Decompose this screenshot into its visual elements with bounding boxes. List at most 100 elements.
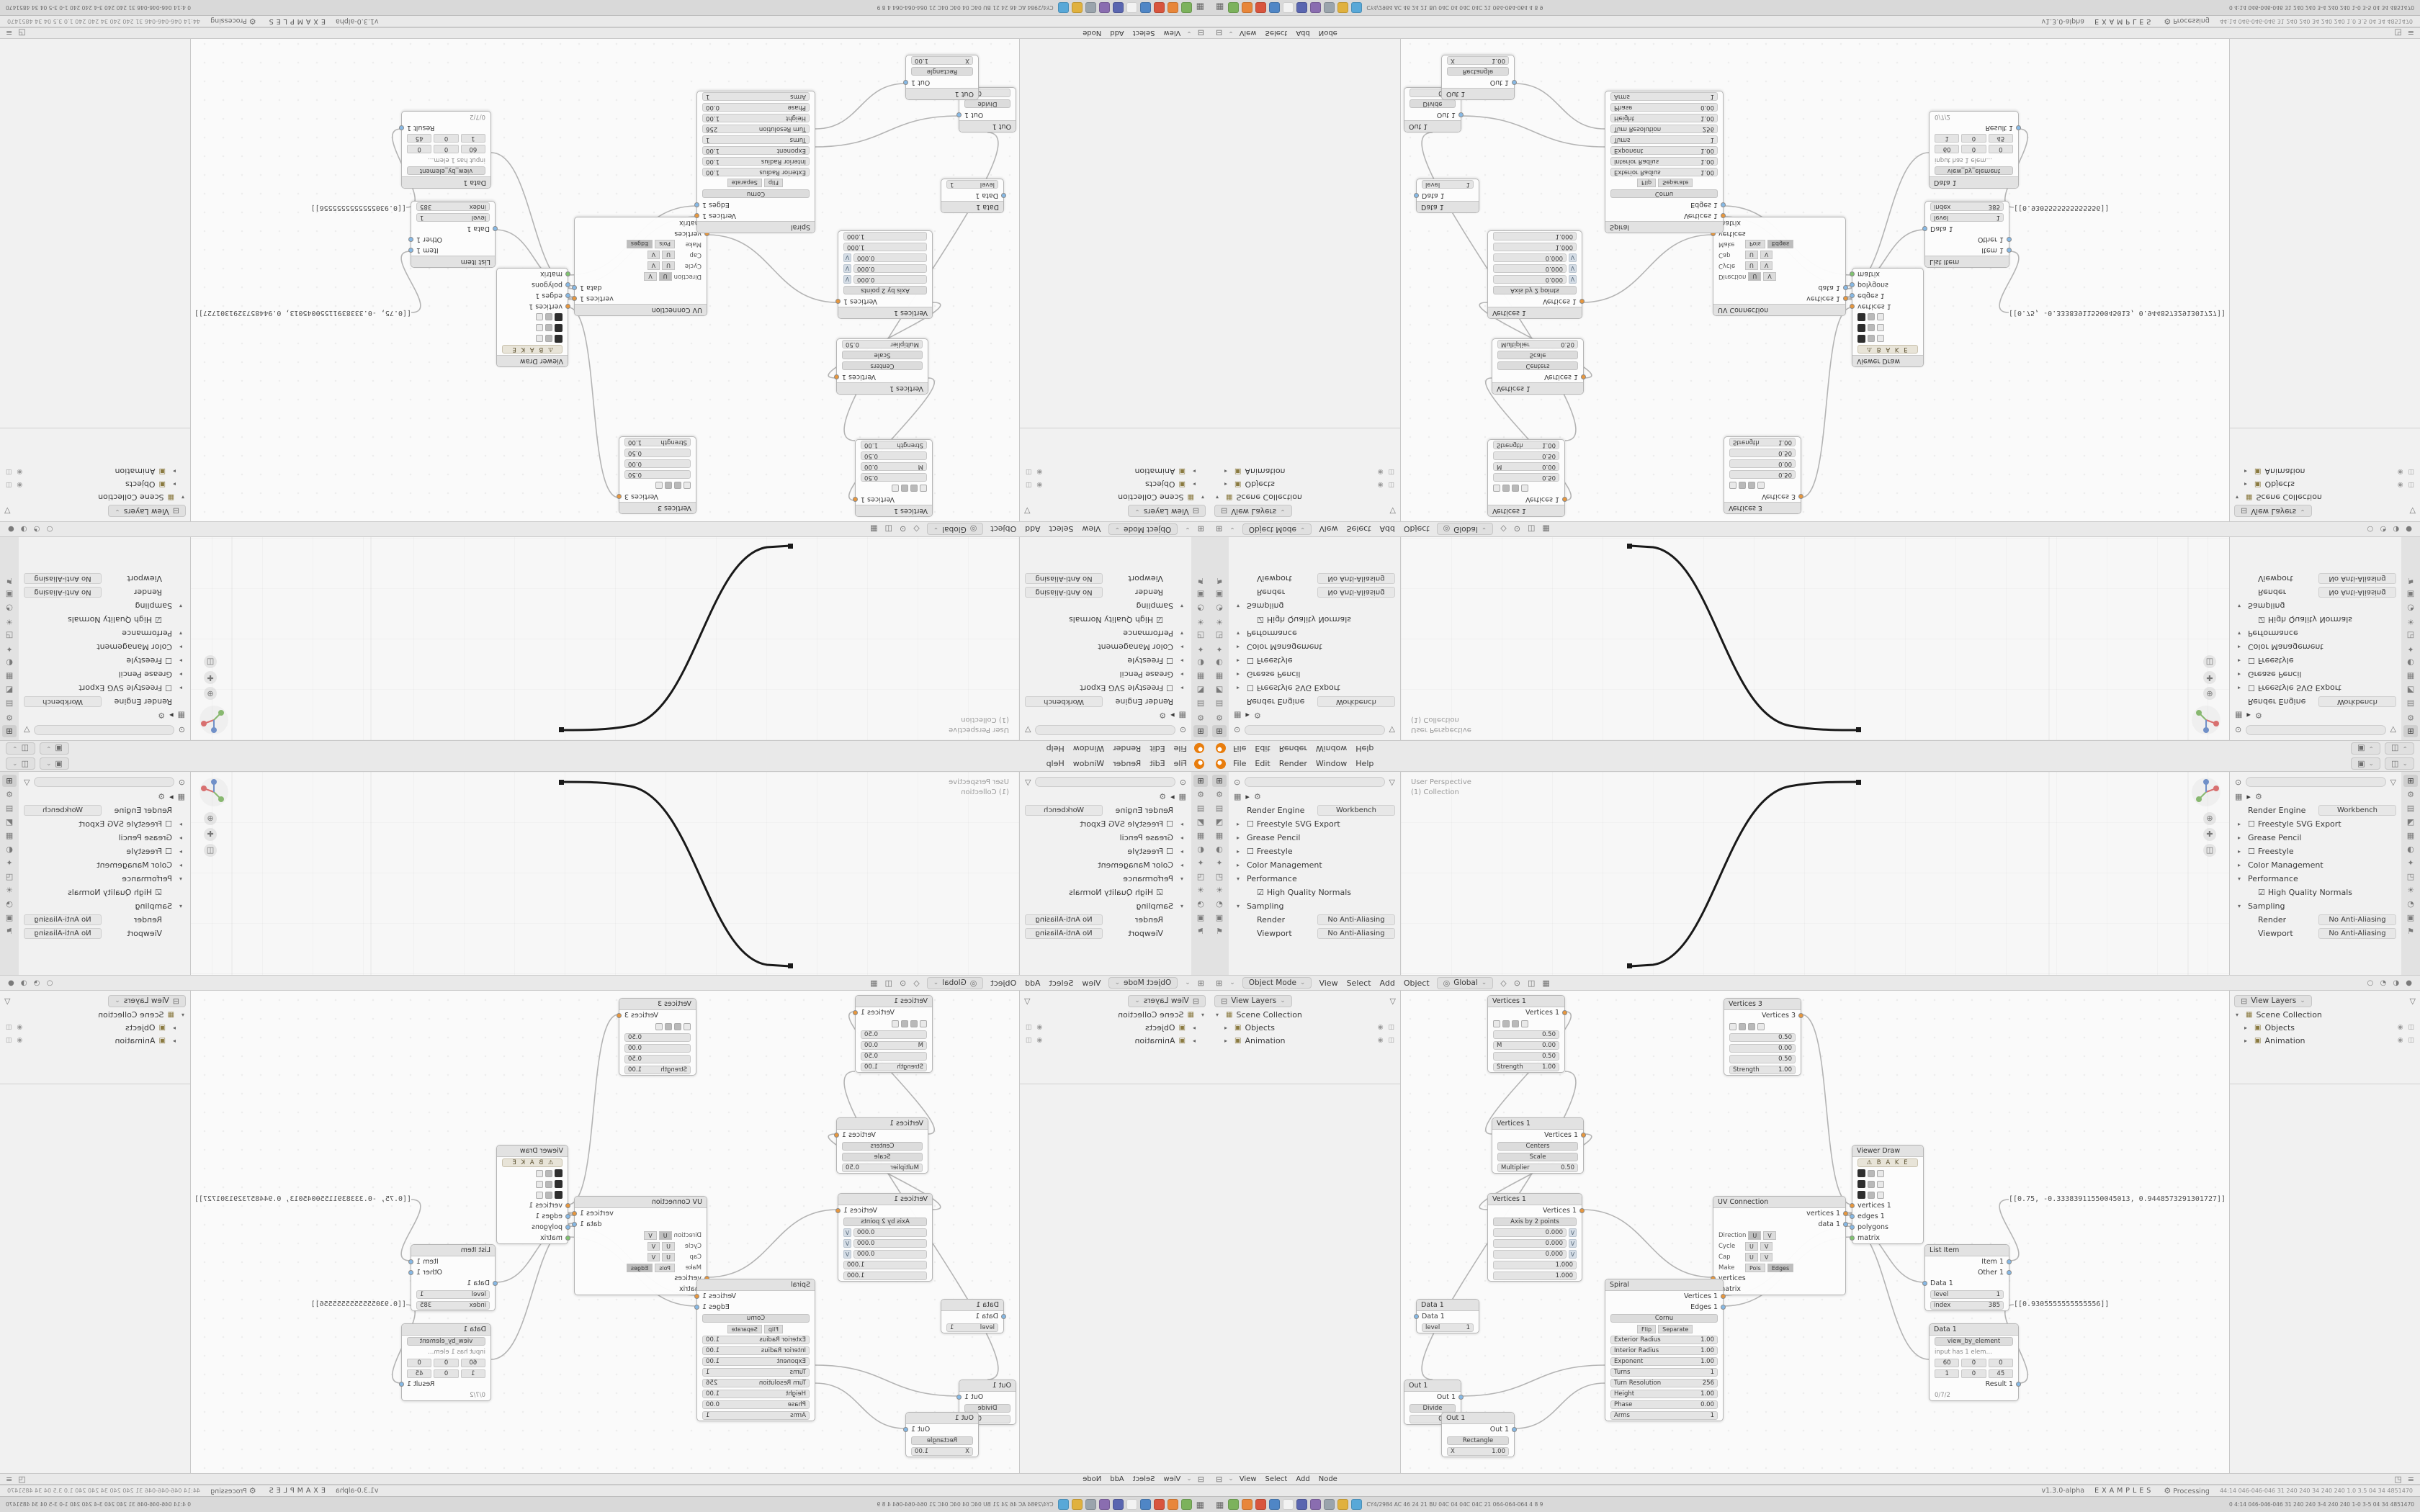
editor-type-icon[interactable]: ⊞ — [1216, 978, 1223, 988]
node-socket-input[interactable] — [565, 282, 570, 287]
node-field-row[interactable]: 0.50 — [619, 1053, 696, 1064]
node-socket-output[interactable] — [2007, 1259, 2012, 1264]
disclosure-caret-icon[interactable]: ▾ — [2238, 876, 2241, 882]
properties-row[interactable]: Viewport No Anti-Aliasing — [2235, 927, 2396, 940]
disclosure-caret-icon[interactable]: ▸ — [1180, 644, 1183, 650]
overlays-icon[interactable]: ◫ — [884, 524, 893, 534]
toggle-icon[interactable] — [920, 1020, 927, 1027]
bake-button[interactable]: ⚠ B A K E — [1857, 1158, 1918, 1167]
properties-tab-icon[interactable]: ☀ — [1193, 616, 1208, 628]
properties-tab-icon[interactable]: ◩ — [1212, 816, 1227, 828]
camera-icon[interactable]: ◫ — [204, 655, 217, 668]
search-icon[interactable]: ⊙ — [1234, 725, 1241, 735]
properties-search-input[interactable] — [34, 777, 174, 787]
properties-tab-icon[interactable]: ✦ — [1193, 643, 1208, 655]
node-button[interactable]: Centers — [842, 1141, 923, 1151]
properties-tab-icon[interactable]: ◩ — [1193, 816, 1208, 828]
node-socket-input[interactable] — [1850, 1225, 1855, 1230]
node-button[interactable]: Cornu — [702, 189, 810, 199]
node-btn-row[interactable]: Axis by 2 points — [1488, 1216, 1582, 1227]
node-title[interactable]: Data 1 — [941, 1300, 1003, 1311]
node-field-row[interactable]: 0.50 — [856, 472, 932, 483]
camera-icon[interactable]: ◫ — [204, 844, 217, 857]
node-button[interactable]: Cornu — [1610, 189, 1718, 199]
node-socket-output[interactable] — [572, 296, 577, 301]
property-value-dropdown[interactable]: No Anti-Aliasing — [1317, 573, 1395, 584]
toggle-icon[interactable] — [674, 482, 681, 490]
toggle-icon[interactable] — [1521, 1020, 1528, 1027]
node-socket-output[interactable] — [1562, 497, 1567, 502]
node-out-row[interactable]: Vertices 3 — [617, 491, 696, 502]
properties-tab-icon[interactable]: ⊞ — [2403, 725, 2418, 737]
node-btn-row[interactable]: Centers — [1492, 1140, 1583, 1151]
node-out-row[interactable]: Edges 1 — [1605, 199, 1726, 210]
properties-tab-icon[interactable]: ◳ — [2, 870, 17, 883]
node-button[interactable]: view_by_element — [1935, 1336, 2013, 1346]
node-out-row[interactable]: data 1 — [1713, 282, 1848, 293]
taskbar-app-icon[interactable] — [1057, 1499, 1069, 1510]
node-socket-input[interactable] — [1850, 282, 1855, 287]
properties-row[interactable]: ▸ ☐ Freestyle SVG Export — [1025, 817, 1186, 831]
node-btn-row[interactable]: Cornu — [697, 1313, 815, 1323]
disclosure-caret-icon[interactable]: ▾ — [2238, 903, 2241, 909]
node-mini-field[interactable]: 0 — [1988, 145, 2013, 154]
node-socket-input[interactable] — [1850, 1214, 1855, 1219]
properties-tab-icon[interactable]: ◳ — [1193, 870, 1208, 883]
node-socket-output[interactable] — [1798, 1013, 1803, 1018]
disclosure-caret-icon[interactable]: ▸ — [172, 1037, 176, 1044]
filter-icon[interactable]: ▽ — [1389, 725, 1395, 735]
topbar-menu-item[interactable]: Edit — [1255, 744, 1270, 753]
node-field[interactable]: 0.50 — [1729, 1032, 1796, 1042]
properties-tab-icon[interactable]: ▦ — [1212, 829, 1227, 842]
node-toggles-row[interactable] — [1488, 483, 1564, 494]
node-socket-output[interactable] — [572, 1222, 577, 1227]
toggle-icon[interactable] — [892, 1020, 899, 1027]
disclosure-caret-icon[interactable]: ▸ — [1224, 468, 1228, 475]
disclosure-caret-icon[interactable]: ▸ — [1237, 862, 1240, 868]
filter-icon[interactable]: ▽ — [24, 777, 30, 787]
node-in-row[interactable]: matrix — [1850, 269, 1923, 279]
node-field[interactable]: 1.000 — [843, 232, 927, 241]
node-socket-output[interactable] — [694, 1305, 699, 1310]
node-swatch-row[interactable] — [1852, 312, 1923, 323]
properties-row[interactable]: Render Engine Workbench — [1025, 695, 1186, 708]
node-button[interactable]: Axis by 2 points — [1493, 286, 1577, 295]
properties-tab-icon[interactable]: ⚑ — [2403, 925, 2418, 937]
node-field[interactable]: 0.50 — [861, 1051, 927, 1061]
node-title[interactable]: Vertices 1 — [838, 307, 932, 318]
blender-logo-icon[interactable] — [1194, 758, 1204, 769]
view-layer-selector[interactable]: ◫⌄ — [2385, 742, 2414, 755]
disclosure-caret-icon[interactable]: ▸ — [2238, 834, 2241, 841]
toggle-icon[interactable] — [1748, 1022, 1755, 1030]
node-title[interactable]: Spiral — [697, 1279, 815, 1291]
node-field-row[interactable]: 0.50 — [619, 448, 696, 459]
node-out-row[interactable]: Other 1 — [408, 234, 495, 245]
filter-icon[interactable]: ▽ — [1389, 506, 1396, 516]
node-mini-field[interactable]: 60 — [1935, 1358, 1960, 1367]
node-btn-row[interactable]: Rectangle — [1442, 66, 1514, 77]
node-out-row[interactable]: Vertices 1 — [694, 1291, 815, 1302]
properties-tab-icon[interactable]: ▣ — [2, 588, 17, 600]
properties-row[interactable]: Render Engine Workbench — [24, 804, 185, 817]
properties-row[interactable]: ▸ Color Management — [24, 858, 185, 872]
node-in-row[interactable]: edges 1 — [497, 290, 570, 301]
node-swatch-row[interactable] — [1852, 323, 1923, 333]
node-socket-input[interactable] — [1922, 226, 1927, 231]
viewport-3d[interactable]: User Perspective(1) Collection — [191, 537, 1019, 740]
node-socket-input[interactable] — [1850, 304, 1855, 309]
node-socket-output[interactable] — [835, 1208, 841, 1213]
property-value-dropdown[interactable]: Workbench — [1025, 805, 1103, 816]
